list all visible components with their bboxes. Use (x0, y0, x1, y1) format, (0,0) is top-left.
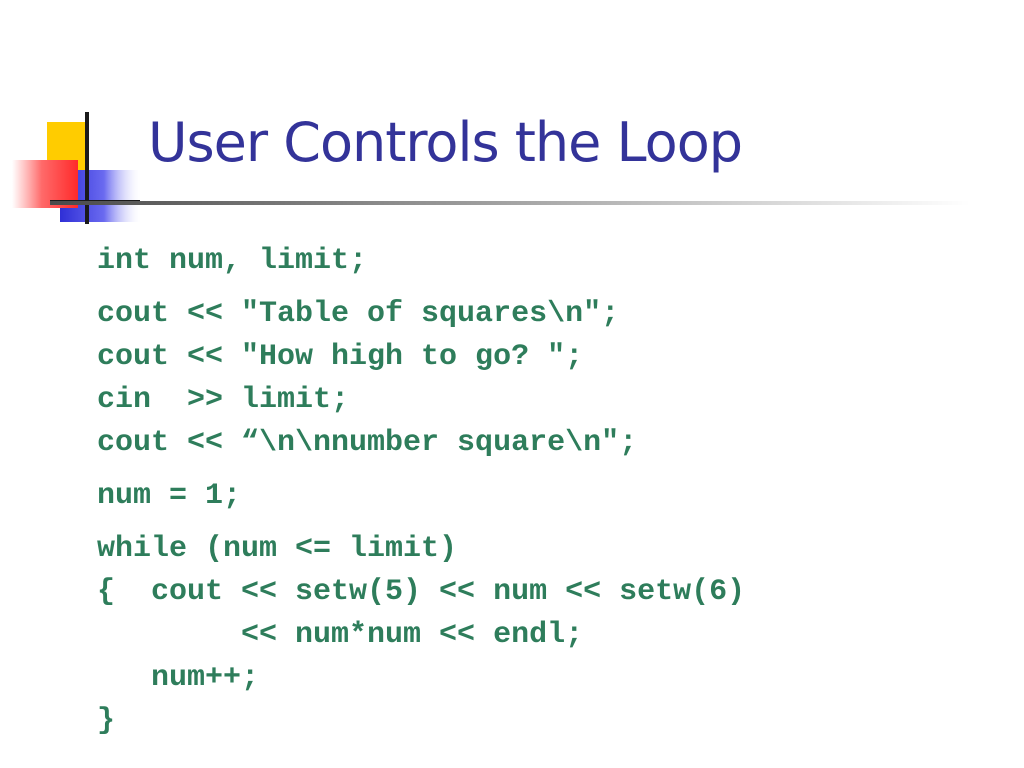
vertical-line (85, 112, 89, 224)
code-block: cout << "Table of squares\n"; cout << "Ho… (97, 293, 745, 465)
code-line: << num*num << endl; (97, 618, 584, 652)
code-line: cout << “\n\nnumber square\n"; (97, 426, 638, 460)
code-block: while (num <= limit) { cout << setw(5) <<… (97, 528, 745, 743)
slide-title: User Controls the Loop (148, 111, 743, 174)
code-line: num = 1; (97, 479, 242, 513)
code-line: int num, limit; (97, 244, 368, 278)
code-line: { cout << setw(5) << num << setw(6) (97, 575, 746, 609)
code-line: cout << "Table of squares\n"; (97, 297, 620, 331)
code-line: } (97, 704, 116, 738)
code-block: int num, limit; (97, 240, 745, 283)
code-line: cout << "How high to go? "; (97, 340, 584, 374)
code-block: num = 1; (97, 475, 745, 518)
title-underline (50, 201, 970, 205)
code-line: cin >> limit; (97, 383, 350, 417)
code-line: while (num <= limit) (97, 532, 458, 566)
code-listing: int num, limit; cout << "Table of squares… (97, 240, 745, 753)
code-line: num++; (97, 661, 260, 695)
corner-decoration (12, 112, 140, 224)
